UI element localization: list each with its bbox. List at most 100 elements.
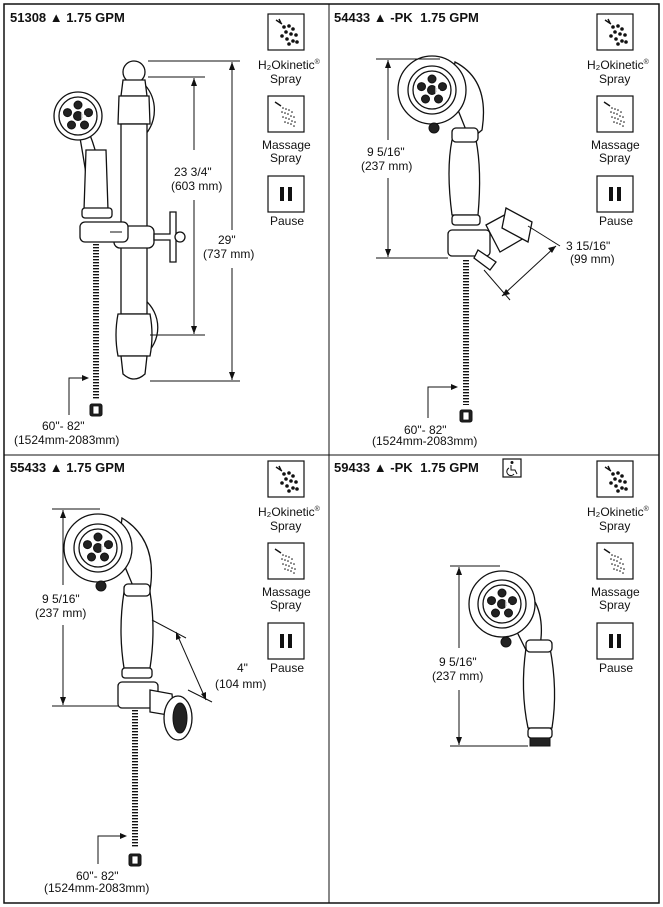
svg-text:60"- 82": 60"- 82" <box>42 419 85 433</box>
svg-text:Spray: Spray <box>270 519 301 533</box>
shower-head-face <box>477 579 527 629</box>
shower-head-face <box>73 523 123 573</box>
svg-text:(737 mm): (737 mm) <box>203 247 254 261</box>
svg-text:Spray: Spray <box>270 151 301 165</box>
panel-54433-pk: 54433 ▲ -PK 1.75 GPM <box>334 10 650 448</box>
svg-text:29": 29" <box>218 233 236 247</box>
flow-rate: 1.75 GPM <box>420 460 479 475</box>
dimension-head-height: 9 5/16" (237 mm) <box>432 565 528 747</box>
dimension-hose-length: 60"- 82" (1524mm-2083mm) <box>14 375 119 447</box>
svg-text:60"- 82": 60"- 82" <box>404 423 447 437</box>
triangle-icon: ▲ <box>374 10 387 25</box>
pause-icon <box>596 175 634 213</box>
svg-text:(237 mm): (237 mm) <box>35 606 86 620</box>
triangle-icon: ▲ <box>50 10 66 25</box>
pause-icon <box>267 175 305 213</box>
svg-text:(237 mm): (237 mm) <box>361 159 412 173</box>
hand-shower <box>63 513 193 867</box>
svg-text:Spray: Spray <box>270 598 301 612</box>
svg-text:Massage: Massage <box>591 585 640 599</box>
svg-text:9 5/16": 9 5/16" <box>42 592 80 606</box>
svg-text:H₂Okinetic®: H₂Okinetic® <box>258 58 321 72</box>
model-number: 55433 <box>10 460 46 475</box>
dimension-overall-height: 29" (737 mm) <box>148 60 254 382</box>
dimension-bracket-depth: 3 15/16" (99 mm) <box>483 225 615 301</box>
hand-shower <box>468 570 556 747</box>
hand-shower <box>53 91 129 417</box>
h2okinetic-spray-icon <box>267 13 305 51</box>
svg-text:(104 mm): (104 mm) <box>215 677 266 691</box>
svg-text:3 15/16": 3 15/16" <box>566 239 610 253</box>
panel-header: 59433 ▲ -PK 1.75 GPM <box>334 460 479 475</box>
svg-text:Spray: Spray <box>599 72 630 86</box>
dimension-head-height: 9 5/16" (237 mm) <box>35 508 118 707</box>
svg-text:Massage: Massage <box>262 138 311 152</box>
panel-59433-pk: 59433 ▲ -PK 1.75 GPM 9 5 <box>334 458 650 747</box>
dimension-hose-length: 60"- 82" (1524mm-2083mm) <box>44 833 149 895</box>
pause-icon <box>596 622 634 660</box>
pause-icon <box>267 622 305 660</box>
triangle-icon: ▲ <box>374 460 387 475</box>
slide-bar <box>113 60 186 380</box>
svg-text:H₂Okinetic®: H₂Okinetic® <box>587 505 650 519</box>
svg-text:H₂Okinetic®: H₂Okinetic® <box>258 505 321 519</box>
shower-head-face <box>407 65 457 115</box>
panel-header: 54433 ▲ -PK 1.75 GPM <box>334 10 479 25</box>
h2okinetic-spray-icon <box>596 460 634 498</box>
massage-spray-icon <box>596 95 634 133</box>
model-number: 54433 <box>334 10 370 25</box>
shower-head-face <box>53 91 103 141</box>
svg-text:Spray: Spray <box>599 519 630 533</box>
svg-text:9 5/16": 9 5/16" <box>367 145 405 159</box>
hose-nut <box>459 409 473 423</box>
svg-text:9 5/16": 9 5/16" <box>439 655 477 669</box>
svg-text:4": 4" <box>237 661 248 675</box>
svg-text:H₂Okinetic®: H₂Okinetic® <box>587 58 650 72</box>
svg-text:(603 mm): (603 mm) <box>171 179 222 193</box>
spray-legend: H₂Okinetic® Spray Massage Spray Pause <box>258 13 321 228</box>
dimension-head-height: 9 5/16" (237 mm) <box>361 58 448 259</box>
hose-nut <box>128 853 142 867</box>
model-number: 51308 <box>10 10 46 25</box>
panel-header: 55433 ▲ 1.75 GPM <box>10 460 125 475</box>
panel-51308: 51308 ▲ 1.75 GPM <box>10 10 321 447</box>
panel-55433: 55433 ▲ 1.75 GPM 9 5/16" <box>10 460 321 895</box>
massage-spray-icon <box>267 542 305 580</box>
svg-text:(99 mm): (99 mm) <box>570 252 615 266</box>
triangle-icon: ▲ <box>50 460 66 475</box>
svg-text:Massage: Massage <box>591 138 640 152</box>
h2okinetic-spray-icon <box>267 460 305 498</box>
hand-shower <box>397 55 533 423</box>
hose-nut <box>89 403 103 417</box>
flow-rate: 1.75 GPM <box>66 460 125 475</box>
model-number: 59433 <box>334 460 370 475</box>
svg-text:Spray: Spray <box>270 72 301 86</box>
svg-text:60"- 82": 60"- 82" <box>76 869 119 883</box>
flow-rate: 1.75 GPM <box>420 10 479 25</box>
svg-text:Pause: Pause <box>599 661 633 675</box>
wheelchair-accessible-icon <box>502 458 522 478</box>
spray-legend: H₂Okinetic® Spray Massage Spray Pause <box>258 460 321 675</box>
svg-text:Pause: Pause <box>599 214 633 228</box>
svg-text:(237 mm): (237 mm) <box>432 669 483 683</box>
flow-rate: 1.75 GPM <box>66 10 125 25</box>
svg-text:Massage: Massage <box>262 585 311 599</box>
dimension-hose-length: 60"- 82" (1524mm-2083mm) <box>372 384 477 448</box>
panel-header: 51308 ▲ 1.75 GPM <box>10 10 125 25</box>
h2okinetic-spray-icon <box>596 13 634 51</box>
svg-text:Spray: Spray <box>599 598 630 612</box>
massage-spray-icon <box>596 542 634 580</box>
svg-text:(1524mm-2083mm): (1524mm-2083mm) <box>372 434 477 448</box>
svg-text:Pause: Pause <box>270 661 304 675</box>
dimension-slide-span: 23 3/4" (603 mm) <box>148 76 222 336</box>
svg-text:Pause: Pause <box>270 214 304 228</box>
svg-text:(1524mm-2083mm): (1524mm-2083mm) <box>44 881 149 895</box>
massage-spray-icon <box>267 95 305 133</box>
svg-text:(1524mm-2083mm): (1524mm-2083mm) <box>14 433 119 447</box>
svg-text:23 3/4": 23 3/4" <box>174 165 212 179</box>
svg-text:Spray: Spray <box>599 151 630 165</box>
dimension-bracket-depth: 4" (104 mm) <box>151 619 266 703</box>
sheet-frame <box>3 3 660 904</box>
spray-legend: H₂Okinetic® Spray Massage Spray Pause <box>587 460 650 675</box>
